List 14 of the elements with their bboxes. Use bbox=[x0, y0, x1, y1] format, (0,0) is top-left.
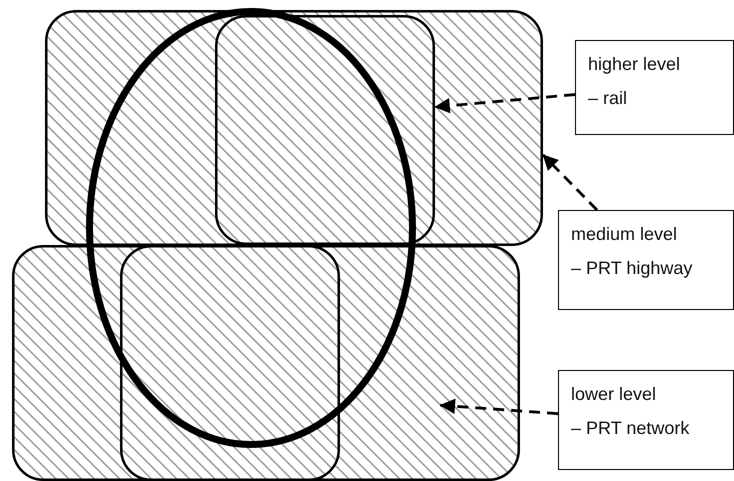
dashed-arrow bbox=[434, 93, 576, 114]
dashed-arrow bbox=[542, 154, 598, 211]
level-label: higher level – rail bbox=[588, 53, 682, 110]
level-label: lower level – PRT network bbox=[571, 383, 690, 440]
hatched-area bbox=[12, 245, 520, 481]
ellipse-outline bbox=[86, 8, 416, 448]
text-box bbox=[558, 210, 734, 310]
hatched-area bbox=[45, 10, 543, 246]
level-label: medium level – PRT highway bbox=[571, 223, 694, 280]
text-box bbox=[558, 370, 734, 470]
hatched-area bbox=[120, 245, 340, 481]
text-box bbox=[575, 40, 734, 135]
dashed-arrow bbox=[440, 398, 558, 416]
hatched-area bbox=[215, 15, 435, 245]
